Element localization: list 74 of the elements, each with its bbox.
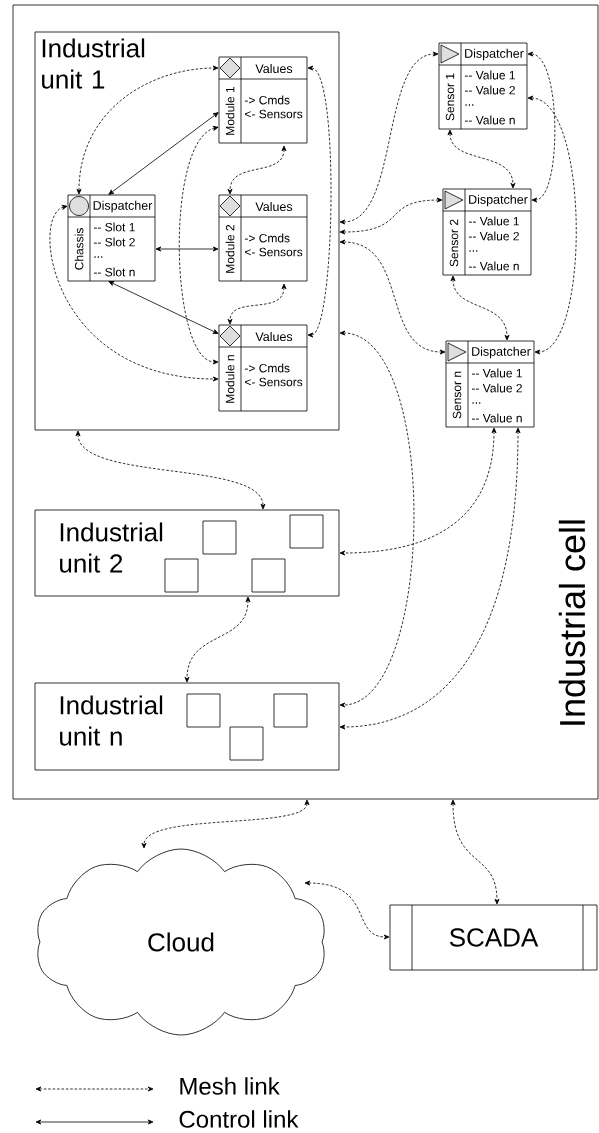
arrow	[450, 275, 510, 341]
header-label: Values	[255, 63, 293, 74]
header-label: Dispatcher	[469, 194, 528, 207]
side-label: Module n	[225, 355, 235, 403]
list-item: -- Value 1	[471, 368, 522, 378]
arrow	[447, 129, 516, 189]
list-item: <- Sensors	[245, 377, 303, 387]
square	[186, 693, 221, 728]
list-item: <- Sensors	[245, 247, 303, 257]
arrow	[108, 112, 219, 195]
list-item: -- Slot 1	[93, 222, 135, 232]
header-label: Values	[255, 331, 293, 342]
unit-label: Industrial unit n	[60, 695, 163, 746]
header-label: Dispatcher	[472, 346, 531, 359]
legend-label: Control link	[179, 1110, 299, 1128]
arrow	[49, 204, 219, 382]
arrow	[339, 427, 497, 556]
list-item: ...	[472, 402, 481, 404]
square	[289, 514, 324, 549]
list-item: -- Value n	[468, 261, 519, 271]
list-item: -- Value n	[464, 115, 515, 125]
side-label: Sensor n	[452, 371, 462, 419]
list-item: ...	[465, 104, 474, 106]
arrow	[527, 95, 577, 355]
arrow	[75, 430, 266, 510]
side-label: Sensor 2	[449, 219, 459, 267]
list-item: -> Cmds	[244, 95, 290, 105]
arrow	[108, 281, 219, 334]
list-item: -- Slot 2	[93, 237, 135, 247]
list-item: -> Cmds	[244, 363, 290, 373]
arrow	[307, 65, 332, 338]
arrow	[178, 125, 219, 365]
unit-label: Industrial unit 1	[42, 38, 145, 89]
side-label: Module 2	[225, 224, 235, 273]
arrow	[184, 596, 251, 683]
arrow	[339, 330, 415, 708]
list-item: -> Cmds	[244, 233, 290, 243]
arrow	[339, 427, 521, 730]
arrow	[339, 239, 446, 355]
header-label: Dispatcher	[465, 48, 524, 61]
side-label: Chassis	[74, 228, 84, 270]
arrow	[527, 51, 556, 203]
arrow	[227, 145, 287, 195]
arrow	[339, 51, 439, 225]
list-item: -- Value 1	[464, 70, 515, 80]
list-item: -- Value n	[471, 413, 522, 423]
list-item: -- Value 1	[468, 216, 519, 226]
list-item: -- Value 2	[464, 85, 515, 95]
square	[251, 558, 286, 593]
unit-label: Industrial unit 2	[60, 522, 163, 573]
side-label: Sensor 1	[445, 73, 455, 121]
square	[202, 520, 237, 555]
list-item: -- Value 2	[468, 231, 519, 241]
list-item: ...	[469, 250, 478, 252]
square	[229, 726, 264, 761]
process-box: SCADA	[389, 904, 598, 971]
side-label: Module 1	[225, 86, 235, 135]
arrow	[227, 283, 287, 325]
arrow	[450, 799, 500, 905]
arrow	[141, 799, 310, 849]
header-label: Values	[255, 201, 293, 212]
cell-label: Industrial cell	[558, 520, 586, 725]
arrow	[155, 246, 219, 252]
list-item: -- Slot n	[93, 267, 135, 277]
list-item: -- Value 2	[471, 383, 522, 393]
list-item: ...	[94, 256, 103, 258]
arrow	[339, 197, 443, 235]
header-label: Dispatcher	[93, 200, 153, 213]
square	[164, 558, 199, 593]
legend-label: Mesh link	[180, 1077, 280, 1095]
arrow	[304, 880, 390, 940]
list-item: <- Sensors	[245, 109, 303, 119]
arrow	[76, 65, 219, 195]
square	[273, 693, 308, 728]
